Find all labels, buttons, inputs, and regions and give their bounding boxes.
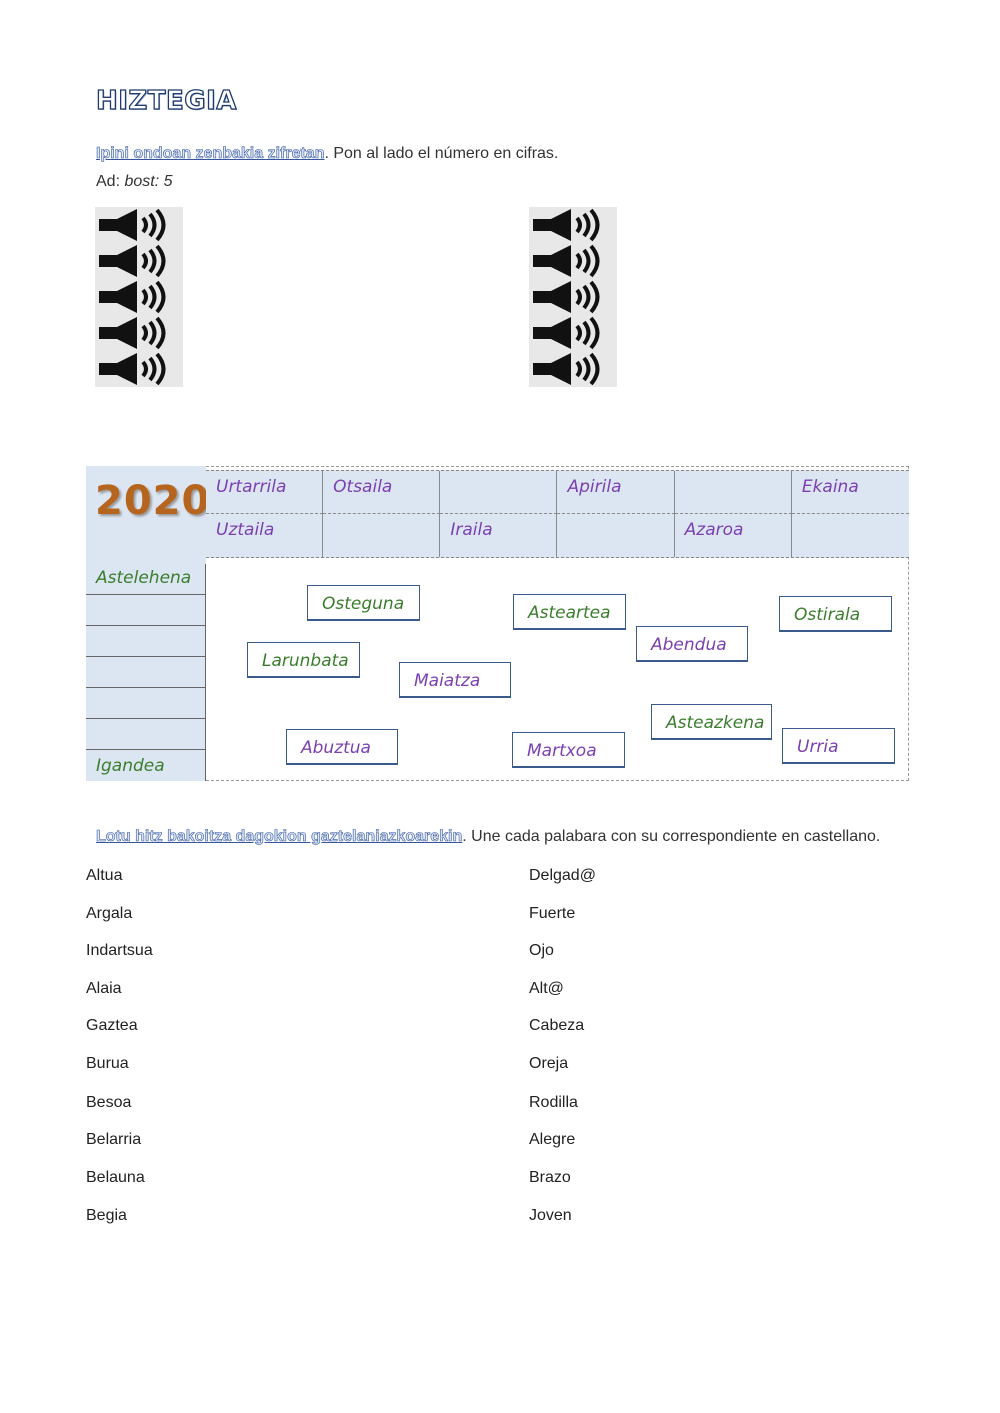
vocab-spanish-item[interactable]: Ojo <box>529 942 554 959</box>
speaker-icon[interactable] <box>95 315 183 351</box>
month-cell[interactable] <box>323 514 441 557</box>
speaker-icon[interactable] <box>529 351 617 387</box>
month-cell[interactable] <box>440 471 558 514</box>
vocab-basque-item[interactable]: Belauna <box>86 1169 145 1186</box>
word-box-martxoa[interactable]: Martxoa <box>512 732 625 768</box>
instruction-match-spanish: . Une cada palabara con su correspondien… <box>462 828 881 845</box>
vocab-basque-item[interactable]: Alaia <box>86 980 122 997</box>
day-cell: Astelehena <box>86 564 206 595</box>
day-cell[interactable] <box>86 626 206 657</box>
speaker-icon[interactable] <box>95 207 183 243</box>
example-value: bost: 5 <box>124 173 173 190</box>
vocab-basque-item[interactable]: Besoa <box>86 1094 132 1111</box>
speaker-icon[interactable] <box>95 279 183 315</box>
vocab-basque-item[interactable]: Belarria <box>86 1131 142 1148</box>
vocab-basque-item[interactable]: Altua <box>86 867 123 884</box>
instruction-match-basque: Lotu hitz bakoitza dagokion gaztelaniazk… <box>96 828 463 846</box>
vocab-spanish-item[interactable]: Alt@ <box>529 980 564 997</box>
month-cell: Iraila <box>440 514 558 557</box>
word-box-abendua[interactable]: Abendua <box>636 626 748 662</box>
speaker-icon[interactable] <box>529 279 617 315</box>
instruction-match: Lotu hitz bakoitza dagokion gaztelaniazk… <box>96 828 881 846</box>
word-box-ostirala[interactable]: Ostirala <box>779 596 892 632</box>
year-cell <box>86 466 206 564</box>
vocab-spanish-item[interactable]: Rodilla <box>529 1094 578 1111</box>
vocab-spanish-item[interactable]: Joven <box>529 1207 572 1224</box>
audio-column-right <box>529 207 617 387</box>
day-cell: Igandea <box>86 750 206 781</box>
speaker-icon[interactable] <box>529 315 617 351</box>
example-prefix: Ad: <box>96 173 125 190</box>
month-cell: Uztaila <box>206 514 324 557</box>
speaker-icon[interactable] <box>529 207 617 243</box>
instruction-numbers-spanish: . Pon al lado el número en cifras. <box>324 145 559 162</box>
word-box-asteartea[interactable]: Asteartea <box>513 594 626 630</box>
day-cell[interactable] <box>86 657 206 688</box>
month-cell: Otsaila <box>323 471 441 514</box>
example-line: Ad: bost: 5 <box>96 173 173 191</box>
word-box-abuztua[interactable]: Abuztua <box>286 729 398 765</box>
word-box-osteguna[interactable]: Osteguna <box>307 585 420 621</box>
speaker-icon[interactable] <box>529 243 617 279</box>
month-cell: Ekaina <box>791 471 909 514</box>
instruction-numbers-basque: Ipini ondoan zenbakia zifretan <box>96 145 325 163</box>
vocab-spanish-item[interactable]: Oreja <box>529 1055 569 1072</box>
vocab-spanish-item[interactable]: Brazo <box>529 1169 571 1186</box>
word-box-urria[interactable]: Urria <box>782 728 895 764</box>
page-title: HIZTEGIA <box>95 85 237 116</box>
month-cell: Azaroa <box>675 514 792 557</box>
day-cell[interactable] <box>86 688 206 719</box>
day-label-first: Astelehena <box>96 568 192 588</box>
speaker-icon[interactable] <box>95 351 183 387</box>
vocab-spanish-item[interactable]: Alegre <box>529 1131 576 1148</box>
word-box-larunbata[interactable]: Larunbata <box>247 642 360 678</box>
audio-column-left <box>95 207 183 387</box>
vocab-spanish-item[interactable]: Cabeza <box>529 1017 585 1034</box>
vocab-basque-item[interactable]: Indartsua <box>86 942 153 959</box>
word-box-asteazkena[interactable]: Asteazkena <box>651 704 772 740</box>
day-cell[interactable] <box>86 594 206 626</box>
instruction-numbers: Ipini ondoan zenbakia zifretan. Pon al l… <box>96 145 559 163</box>
vocab-spanish-item[interactable]: Fuerte <box>529 905 576 922</box>
vocab-spanish-item[interactable]: Delgad@ <box>529 867 596 884</box>
word-box-maiatza[interactable]: Maiatza <box>399 662 511 698</box>
vocab-basque-item[interactable]: Begia <box>86 1207 127 1224</box>
month-cell: Apirila <box>557 471 675 514</box>
month-cell[interactable] <box>674 471 792 514</box>
calendar-year: 2020 <box>95 478 211 524</box>
month-cell: Urtarrila <box>206 471 324 514</box>
speaker-icon[interactable] <box>95 243 183 279</box>
day-cell[interactable] <box>86 719 206 750</box>
day-label-last: Igandea <box>96 756 165 776</box>
vocab-basque-item[interactable]: Argala <box>86 905 133 922</box>
month-cell[interactable] <box>557 514 675 557</box>
vocab-basque-item[interactable]: Burua <box>86 1055 129 1072</box>
vocab-basque-item[interactable]: Gaztea <box>86 1017 138 1034</box>
